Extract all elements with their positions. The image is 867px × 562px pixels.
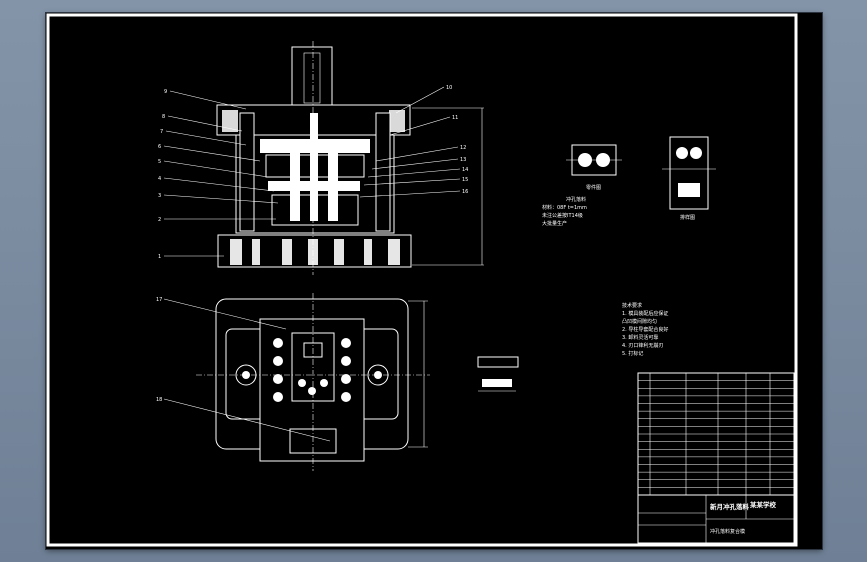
cad-drawing-viewport[interactable]: 9 8 7 6 5 4 3 2 1 10 11 12 13 14 15 16 <box>46 13 822 549</box>
punch-detail <box>477 356 519 392</box>
callout-15: 15 <box>462 177 468 183</box>
callout-7: 7 <box>160 129 163 135</box>
callout-5: 5 <box>158 159 161 165</box>
parts-list <box>637 372 795 496</box>
svg-text:5. 打标记: 5. 打标记 <box>622 350 643 357</box>
callout-13: 13 <box>460 157 466 163</box>
title-block-school: 某某学校 <box>750 500 777 509</box>
callout-4: 4 <box>158 176 161 182</box>
strip-layout: 排样图 <box>662 136 716 221</box>
svg-text:凸凹模间隙均匀: 凸凹模间隙均匀 <box>622 318 657 325</box>
outer-frame <box>46 13 798 547</box>
svg-text:3. 卸料灵活可靠: 3. 卸料灵活可靠 <box>622 334 658 341</box>
part-label: 零件图 <box>586 184 601 191</box>
title-block-title: 新月冲孔落料 <box>710 502 750 511</box>
svg-text:技术要求: 技术要求 <box>622 302 642 309</box>
callout-14: 14 <box>462 167 468 173</box>
part-drawing: 零件图 冲孔落料 材料：08F t=1mm 未注公差按IT14级 大批量生产 <box>542 144 622 227</box>
technical-notes: 技术要求 1. 模具装配后应保证 凸凹模间隙均匀 2. 导柱导套配合良好 3. … <box>622 302 668 357</box>
callout-12: 12 <box>460 145 466 151</box>
title-block: 新月冲孔落料 某某学校 冲孔落料复合模 <box>637 494 795 544</box>
callout-3: 3 <box>158 193 161 199</box>
svg-text:1. 模具装配后应保证: 1. 模具装配后应保证 <box>622 310 668 317</box>
part-note-1: 材料：08F t=1mm <box>542 204 587 211</box>
callout-6: 6 <box>158 144 161 150</box>
callout-1: 1 <box>158 254 161 260</box>
part-note-3: 大批量生产 <box>542 220 567 227</box>
svg-text:2. 导柱导套配合良好: 2. 导柱导套配合良好 <box>622 326 668 333</box>
part-note-2: 未注公差按IT14级 <box>542 212 583 219</box>
cad-drawing: 9 8 7 6 5 4 3 2 1 10 11 12 13 14 15 16 <box>46 13 798 547</box>
front-section-view <box>216 41 484 275</box>
callouts-left: 9 8 7 6 5 4 3 2 1 <box>158 89 279 260</box>
plan-view: 17 18 <box>156 293 430 471</box>
callout-11: 11 <box>452 115 458 121</box>
callout-9: 9 <box>164 89 167 95</box>
callouts-right: 10 11 12 13 14 15 16 <box>359 85 468 198</box>
callout-10: 10 <box>446 85 452 91</box>
title-block-subtitle: 冲孔落料复合模 <box>710 528 745 535</box>
strip-label: 排样图 <box>680 214 695 221</box>
callout-8: 8 <box>162 114 165 120</box>
callout-16: 16 <box>462 189 468 195</box>
callout-17: 17 <box>156 297 162 303</box>
layout-caption: 冲孔落料 <box>566 196 586 203</box>
svg-text:4. 刃口锋利无崩刃: 4. 刃口锋利无崩刃 <box>622 342 663 349</box>
callout-2: 2 <box>158 217 161 223</box>
callout-18: 18 <box>156 397 162 403</box>
